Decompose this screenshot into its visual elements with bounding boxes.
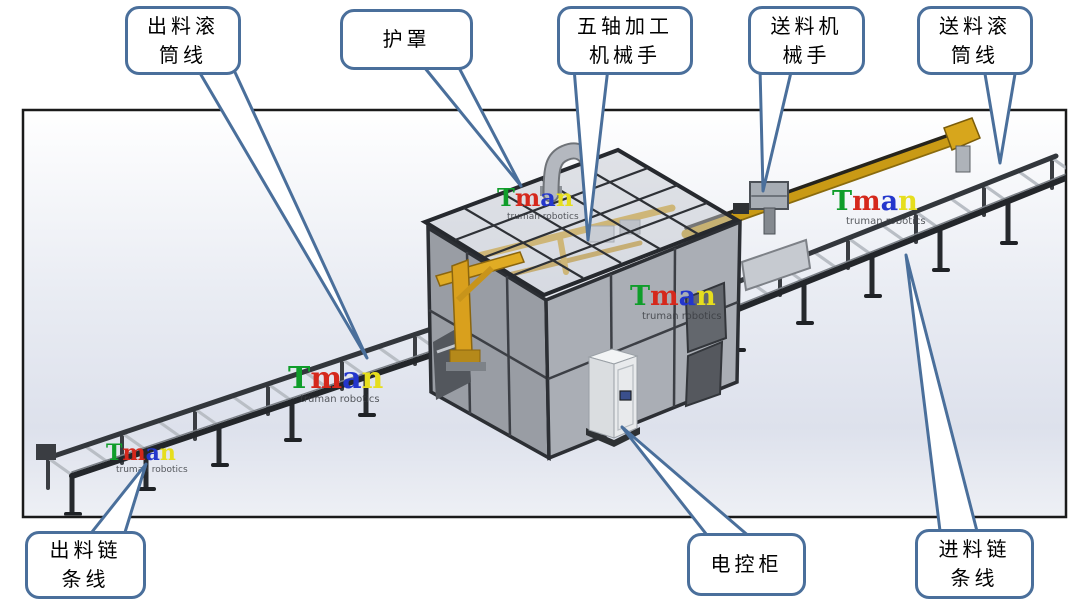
watermark-letter: T (832, 186, 852, 217)
brand-watermarks: Tman truman robotics Tman truman robotic… (106, 183, 926, 475)
callout-text: 条线 (61, 567, 110, 591)
enclosure-door (684, 340, 724, 408)
watermark-letter: m (852, 186, 881, 217)
watermark-letter: T (106, 440, 123, 466)
callout-outfeed-chain-line: 出料链 条线 (25, 531, 146, 599)
watermark-letter: a (146, 440, 160, 466)
callout-text: 条线 (950, 566, 999, 590)
watermark-subtitle: truman robotics (116, 465, 188, 475)
watermark-letter: m (650, 281, 679, 312)
gantry-rail-end-block (943, 117, 981, 152)
callout-text: 出料链 (49, 538, 122, 562)
callout-text: 送料滚 (939, 13, 1011, 38)
watermark-letter: n (362, 361, 384, 396)
watermark-letter: a (540, 183, 556, 212)
watermark-letter: n (898, 186, 918, 217)
callout-electric-control-cabinet: 电控柜 (687, 533, 806, 596)
watermark-subtitle: truman robotics (507, 212, 579, 222)
tman-watermark: Tman (497, 183, 573, 212)
callout-text: 送料机 (770, 13, 843, 38)
watermark-letter: T (497, 183, 515, 212)
watermark-letter: T (288, 361, 311, 396)
callout-infeed-chain-line: 进料链 条线 (915, 529, 1034, 599)
watermark-letter: n (696, 281, 716, 312)
callout-text: 护罩 (382, 27, 431, 51)
callout-text: 筒线 (951, 42, 999, 67)
tman-watermark: Tman (832, 186, 918, 217)
watermark-subtitle: truman robotics (300, 394, 380, 405)
watermark-subtitle: truman robotics (846, 216, 926, 227)
cabinet-screen (619, 390, 632, 401)
loading-gantry-robot (434, 251, 526, 371)
outfeed-conveyor-line (36, 319, 479, 516)
callout-outfeed-roller-line: 出料滚 筒线 (125, 6, 241, 75)
callout-text: 出料滚 (147, 13, 219, 38)
watermark-letter: T (630, 281, 650, 312)
callout-text: 电控柜 (710, 552, 783, 576)
tman-watermark: Tman (288, 361, 384, 396)
callout-feeding-roller-line: 送料滚 筒线 (917, 6, 1033, 75)
watermark-letter: m (515, 183, 540, 212)
conveyor-end-drive (36, 444, 56, 460)
watermark-letter: n (160, 440, 176, 466)
callout-text: 筒线 (159, 42, 207, 67)
callout-cover: 护罩 (340, 9, 473, 70)
electric-control-cabinet (586, 348, 640, 447)
protective-enclosure (420, 142, 812, 462)
watermark-letter: m (310, 361, 342, 396)
callout-text: 械手 (782, 42, 831, 67)
watermark-letter: a (881, 186, 899, 217)
watermark-letter: a (679, 281, 697, 312)
watermark-letter: a (342, 361, 361, 396)
callout-text: 机械手 (589, 42, 661, 67)
tman-watermark: Tman (630, 281, 716, 312)
watermark-letter: m (122, 440, 145, 466)
callout-five-axis-manipulator: 五轴加工 机械手 (557, 6, 693, 75)
transfer-table (740, 238, 812, 292)
watermark-subtitle: truman robotics (642, 311, 722, 322)
callout-text: 进料链 (938, 537, 1011, 561)
enclosure-window (684, 281, 728, 354)
watermark-letter: n (556, 183, 573, 212)
callout-feeding-manipulator: 送料机 械手 (748, 6, 865, 75)
callout-text: 五轴加工 (577, 13, 673, 38)
tman-watermark: Tman (106, 440, 176, 466)
